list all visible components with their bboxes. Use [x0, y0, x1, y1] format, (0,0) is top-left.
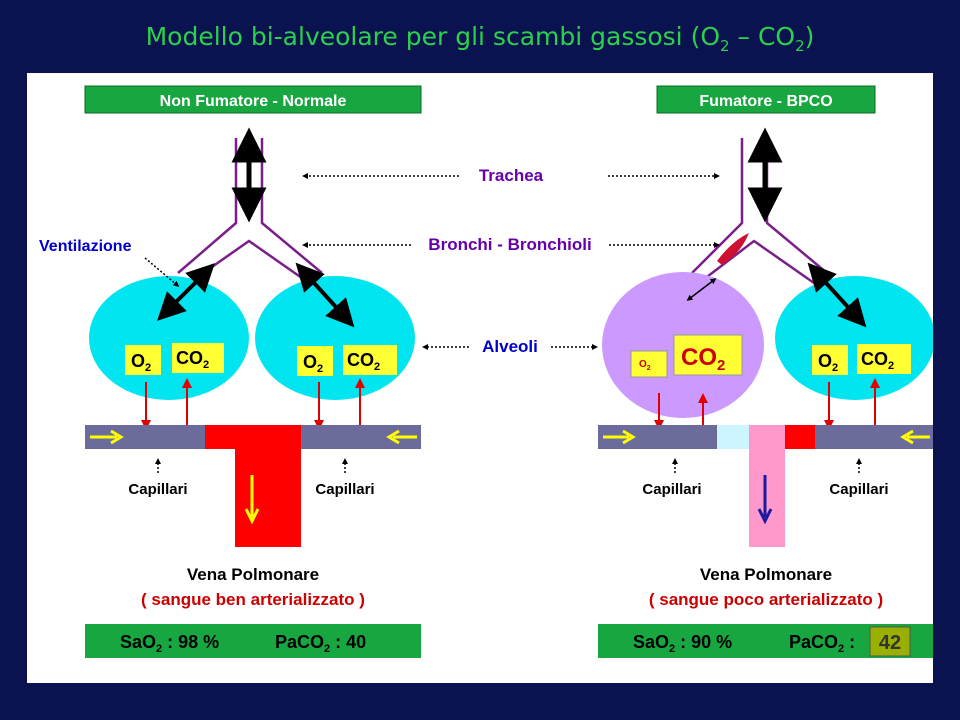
- trachea-label: Trachea: [479, 166, 544, 185]
- left-vent-arrow-1: [157, 263, 215, 321]
- left-flow-in-arrow-right: [386, 429, 417, 445]
- right-sao2: SaO2 : 90 %: [633, 632, 732, 655]
- left-alveolus-1: [89, 276, 249, 400]
- ventilazione-pointer: [144, 257, 180, 287]
- capillary-pointers: [155, 458, 862, 473]
- right-capillary-venous: [749, 425, 785, 449]
- right-header: Fumatore - BPCO: [699, 93, 832, 110]
- right-capillary-mix: [717, 425, 749, 449]
- left-capillary-arterial: [205, 425, 301, 449]
- diffusion-arrows: [141, 378, 880, 430]
- left-header-box: [84, 85, 422, 114]
- gas-o2-l2: O2: [303, 352, 323, 375]
- bronchi-label: Bronchi - Bronchioli: [428, 235, 591, 254]
- gas-box-co2-r1: [673, 334, 743, 376]
- gas-box-co2-l2: [343, 345, 397, 375]
- ventilazione-label: Ventilazione: [39, 238, 132, 255]
- capillari-label-l1: Capillari: [128, 481, 187, 498]
- gas-box-o2-r1: [630, 350, 668, 378]
- right-flow-in-arrow-right: [900, 429, 930, 445]
- left-sao2: SaO2 : 98 %: [120, 632, 219, 655]
- left-vein-flow-arrow: [244, 475, 260, 525]
- left-stats-bar: [85, 624, 421, 658]
- left-alveolus-2: [255, 276, 415, 400]
- gas-co2-r1: CO2: [681, 344, 725, 374]
- vena-label-right: Vena Polmonare: [700, 565, 832, 584]
- left-header: Non Fumatore - Normale: [160, 93, 347, 110]
- right-capillary-arterial: [785, 425, 815, 449]
- gas-co2-l2: CO2: [347, 350, 380, 373]
- alveoli-label: Alveoli: [482, 337, 538, 356]
- capillari-label-r2: Capillari: [829, 481, 888, 498]
- capillari-label-l2: Capillari: [315, 481, 374, 498]
- right-header-box: [656, 85, 876, 114]
- gas-o2-l1: O2: [131, 351, 151, 374]
- right-vent-arrow-2: [807, 262, 867, 328]
- left-pulmonary-vein: [235, 449, 301, 547]
- gas-box-o2-l1: [125, 345, 161, 375]
- capillari-label-r1: Capillari: [642, 481, 701, 498]
- right-blood-label: ( sangue poco arterializzato ): [649, 590, 883, 609]
- left-vent-arrow-2: [295, 262, 355, 328]
- left-blood-label: ( sangue ben arterializzato ): [141, 590, 365, 609]
- gas-o2-r1: O2: [639, 359, 651, 372]
- gas-co2-l1: CO2: [176, 348, 209, 371]
- right-vein-flow-arrow: [757, 475, 773, 525]
- bronchial-obstruction: [717, 233, 749, 265]
- gas-box-co2-l1: [172, 343, 224, 373]
- left-flow-in-arrow: [90, 429, 124, 445]
- page-title: Modello bi-alveolare per gli scambi gass…: [145, 22, 815, 55]
- left-paco2: PaCO2 : 40: [275, 632, 366, 655]
- gas-o2-r2: O2: [818, 351, 838, 374]
- paco2-badge-box: [869, 626, 911, 657]
- vena-label-left: Vena Polmonare: [187, 565, 319, 584]
- bi-alveolar-diagram: Non Fumatore - Normale Fumatore - BPCO O…: [27, 73, 933, 683]
- right-vent-arrow-1: [686, 278, 717, 301]
- gas-box-co2-r2: [857, 344, 911, 374]
- right-alveolus-normal: [775, 276, 933, 400]
- gas-co2-r2: CO2: [861, 349, 894, 372]
- right-paco2: PaCO2 :: [789, 632, 855, 655]
- right-pulmonary-vein: [749, 449, 785, 547]
- gas-box-o2-r2: [812, 345, 848, 375]
- right-flow-in-arrow: [603, 429, 636, 445]
- paco2-badge: 42: [879, 632, 901, 654]
- gas-box-o2-l2: [297, 346, 333, 376]
